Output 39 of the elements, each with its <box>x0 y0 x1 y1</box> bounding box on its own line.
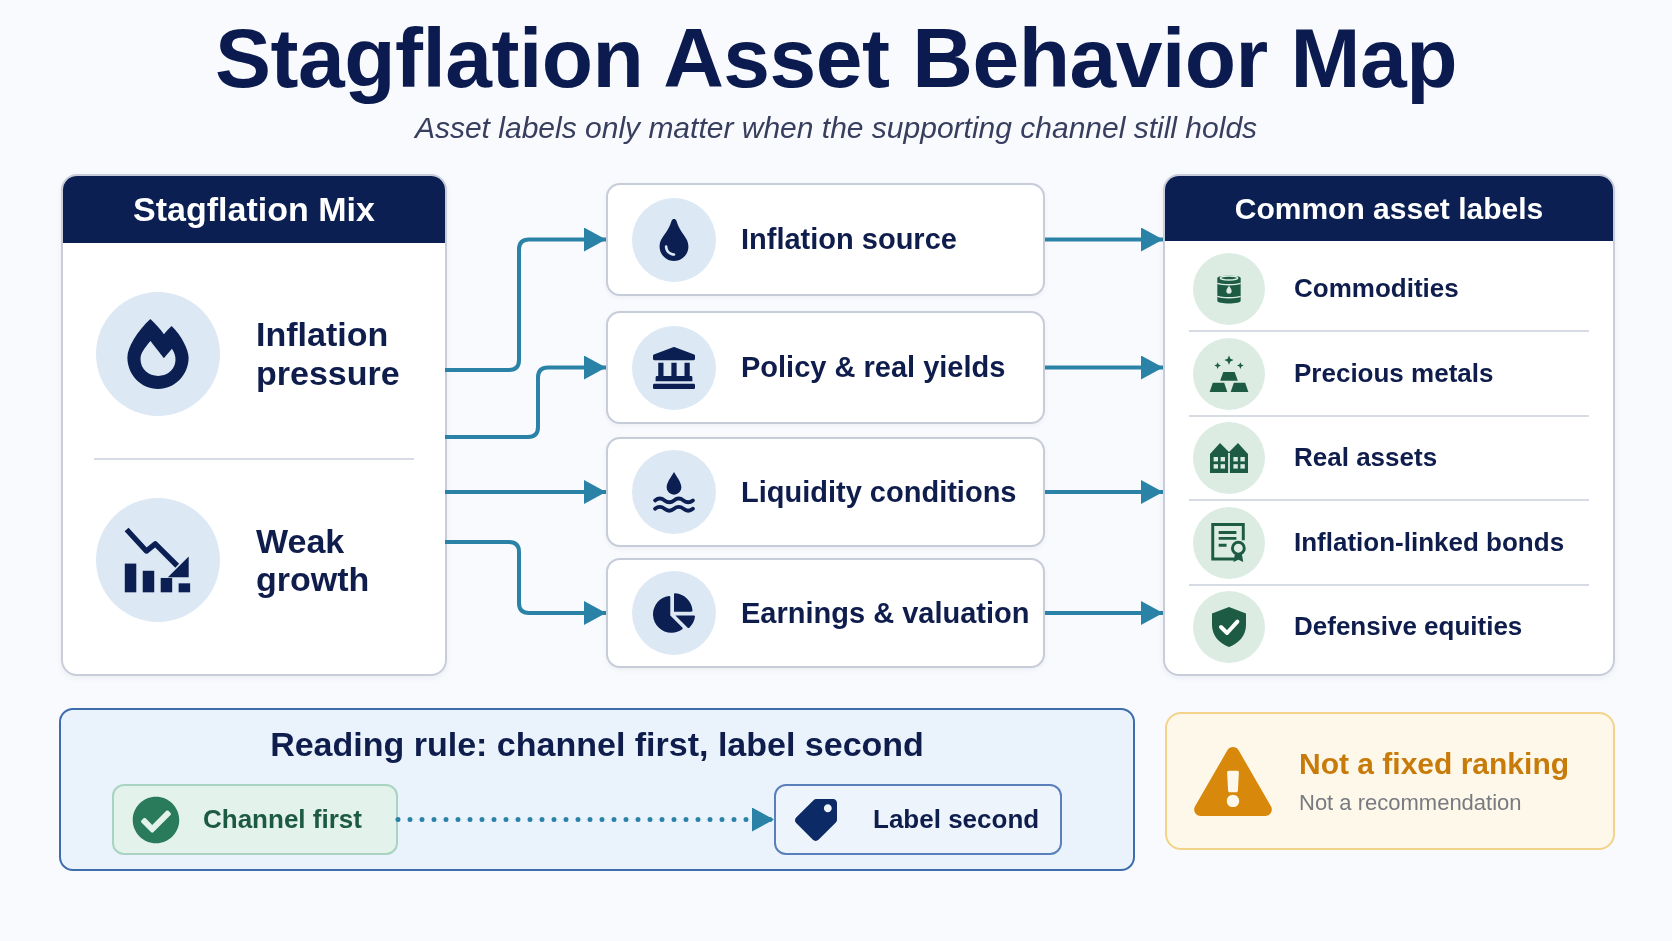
factor-label: Weak growth <box>256 521 370 599</box>
step-card <box>774 784 1062 855</box>
arrow <box>1045 356 1163 379</box>
panel-card <box>1163 174 1615 676</box>
asset-label: Commodities <box>1294 272 1459 305</box>
asset-label: Inflation-linked bonds <box>1294 526 1565 559</box>
factor-label: Inflation pressure <box>256 315 400 392</box>
asset-label: Real assets <box>1294 441 1438 474</box>
asset-label: Defensive equities <box>1294 610 1523 643</box>
asset-label: Precious metals <box>1294 357 1494 390</box>
panel-header: Common asset labels <box>1165 176 1613 241</box>
channel-card <box>606 437 1045 547</box>
panel-card <box>61 174 447 676</box>
channel-label: Policy & real yields <box>741 350 1006 385</box>
step-label: Label second <box>873 803 1040 836</box>
step-label: Channel first <box>203 803 362 836</box>
channel-label: Earnings & valuation <box>741 595 1030 631</box>
channel-label: Inflation source <box>741 222 957 257</box>
arrow <box>445 481 606 503</box>
rule-panel <box>59 708 1135 871</box>
arrow <box>445 540 606 624</box>
channel-card <box>606 311 1045 424</box>
arrow <box>445 356 606 439</box>
panel-header: Stagflation Mix <box>63 176 445 243</box>
subtitle: Asset labels only matter when the supporting channel still holds <box>414 110 1258 146</box>
arrow <box>445 228 606 372</box>
rule-heading: Reading rule: channel first, label second <box>270 724 924 765</box>
arrow <box>1045 602 1163 624</box>
channel-card <box>606 183 1045 296</box>
arrow <box>1045 481 1163 503</box>
warning-subtitle: Not a recommendation <box>1299 789 1523 815</box>
channel-label: Liquidity conditions <box>741 474 1017 510</box>
dotted-arrow <box>395 808 777 831</box>
step-card <box>112 784 398 855</box>
title: Stagflation Asset Behavior Map <box>214 10 1458 106</box>
warning-title: Not a fixed ranking <box>1299 747 1570 782</box>
channel-card <box>606 558 1045 668</box>
arrow <box>1045 228 1163 251</box>
warning-note <box>1165 712 1615 850</box>
